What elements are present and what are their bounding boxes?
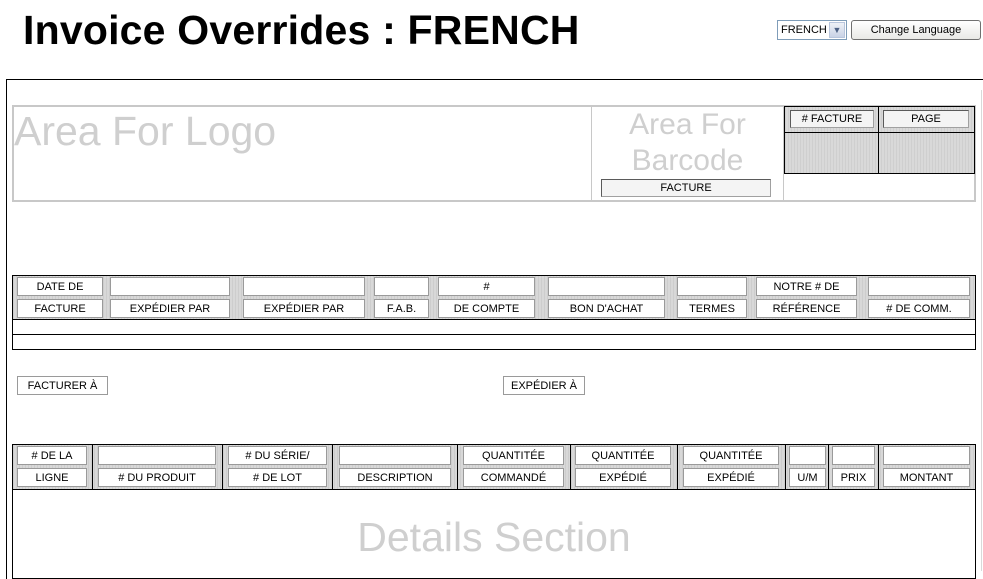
order-value-row: [12, 320, 976, 335]
header-cell-top[interactable]: [374, 277, 429, 296]
header-cell-bottom[interactable]: FACTURE: [17, 299, 103, 318]
column-divider: [92, 445, 93, 489]
details-header-band: # DE LA LIGNE # DU PRODUIT # DU SÉRIE/ #…: [12, 444, 976, 490]
details-cell-top[interactable]: [832, 446, 875, 465]
header-cell-top[interactable]: #: [438, 277, 535, 296]
details-cell-bottom[interactable]: # DU PRODUIT: [98, 468, 216, 487]
details-cell-bottom[interactable]: EXPÉDIÉ: [575, 468, 671, 487]
column-divider: [828, 445, 829, 489]
details-cell-bottom[interactable]: MONTANT: [883, 468, 970, 487]
header-cell-bottom[interactable]: EXPÉDIER PAR: [110, 299, 230, 318]
grid-divider: [785, 132, 974, 133]
header-cell-top[interactable]: DATE DE: [17, 277, 103, 296]
details-cell-bottom[interactable]: LIGNE: [17, 468, 87, 487]
change-language-button[interactable]: Change Language: [851, 20, 981, 40]
details-cell-top[interactable]: QUANTITÉE: [463, 446, 564, 465]
grid-divider: [878, 107, 879, 173]
column-divider: [570, 445, 571, 489]
details-cell-bottom[interactable]: PRIX: [832, 468, 875, 487]
details-cell-bottom[interactable]: COMMANDÉ: [463, 468, 564, 487]
language-select[interactable]: FRENCH ▼: [777, 20, 847, 40]
header-cell-bottom[interactable]: TERMES: [677, 299, 747, 318]
chevron-down-icon[interactable]: ▼: [829, 22, 845, 38]
page-title: Invoice Overrides : FRENCH: [23, 7, 580, 53]
header-cell-top[interactable]: [110, 277, 230, 296]
header-cell-bottom[interactable]: BON D'ACHAT: [548, 299, 665, 318]
facture-label[interactable]: FACTURE: [601, 179, 771, 197]
column-divider: [677, 445, 678, 489]
header-cell-top[interactable]: [868, 277, 970, 296]
order-value-row: [12, 335, 976, 350]
details-cell-top[interactable]: [789, 446, 826, 465]
details-cell-top[interactable]: [98, 446, 216, 465]
details-placeholder: Details Section: [357, 514, 631, 560]
details-cell-bottom[interactable]: # DE LOT: [228, 468, 327, 487]
details-cell-bottom[interactable]: DESCRIPTION: [339, 468, 451, 487]
column-divider: [785, 445, 786, 489]
details-cell-top[interactable]: [339, 446, 451, 465]
ship-to-label[interactable]: EXPÉDIER À: [503, 376, 585, 395]
column-divider: [332, 445, 333, 489]
bill-to-label[interactable]: FACTURER À: [17, 376, 108, 395]
details-cell-top[interactable]: # DE LA: [17, 446, 87, 465]
header-cell-top[interactable]: [677, 277, 747, 296]
column-divider: [878, 445, 879, 489]
header-cell-bottom[interactable]: EXPÉDIER PAR: [243, 299, 365, 318]
invoice-preview-frame: [6, 79, 983, 579]
order-header-band: DATE DE FACTURE EXPÉDIER PAR EXPÉDIER PA…: [12, 275, 976, 320]
page-label[interactable]: PAGE: [883, 110, 969, 128]
details-cell-bottom[interactable]: EXPÉDIÉ: [683, 468, 779, 487]
details-cell-top[interactable]: QUANTITÉE: [575, 446, 671, 465]
logo-placeholder: Area For Logo: [14, 108, 277, 154]
header-cell-bottom[interactable]: RÉFÉRENCE: [756, 299, 857, 318]
header-cell-bottom[interactable]: DE COMPTE: [438, 299, 535, 318]
barcode-placeholder: Area For Barcode: [591, 107, 784, 179]
header-cell-top[interactable]: [243, 277, 365, 296]
barcode-placeholder-line2: Barcode: [631, 144, 744, 177]
column-divider: [457, 445, 458, 489]
details-cell-bottom[interactable]: U/M: [789, 468, 826, 487]
invoice-number-grid: # FACTURE PAGE: [784, 106, 975, 174]
frame-right-edge: [981, 90, 982, 571]
column-divider: [222, 445, 223, 489]
details-cell-top[interactable]: # DU SÉRIE/: [228, 446, 327, 465]
header-cell-top[interactable]: NOTRE # DE: [756, 277, 857, 296]
language-select-value: FRENCH: [781, 24, 827, 36]
header-cell-bottom[interactable]: # DE COMM.: [868, 299, 970, 318]
details-cell-top[interactable]: [883, 446, 970, 465]
barcode-area: [591, 105, 784, 202]
details-cell-top[interactable]: QUANTITÉE: [683, 446, 779, 465]
invoice-number-label[interactable]: # FACTURE: [790, 110, 874, 128]
header-cell-bottom[interactable]: F.A.B.: [374, 299, 429, 318]
barcode-placeholder-line1: Area For: [629, 108, 746, 141]
header-cell-top[interactable]: [548, 277, 665, 296]
